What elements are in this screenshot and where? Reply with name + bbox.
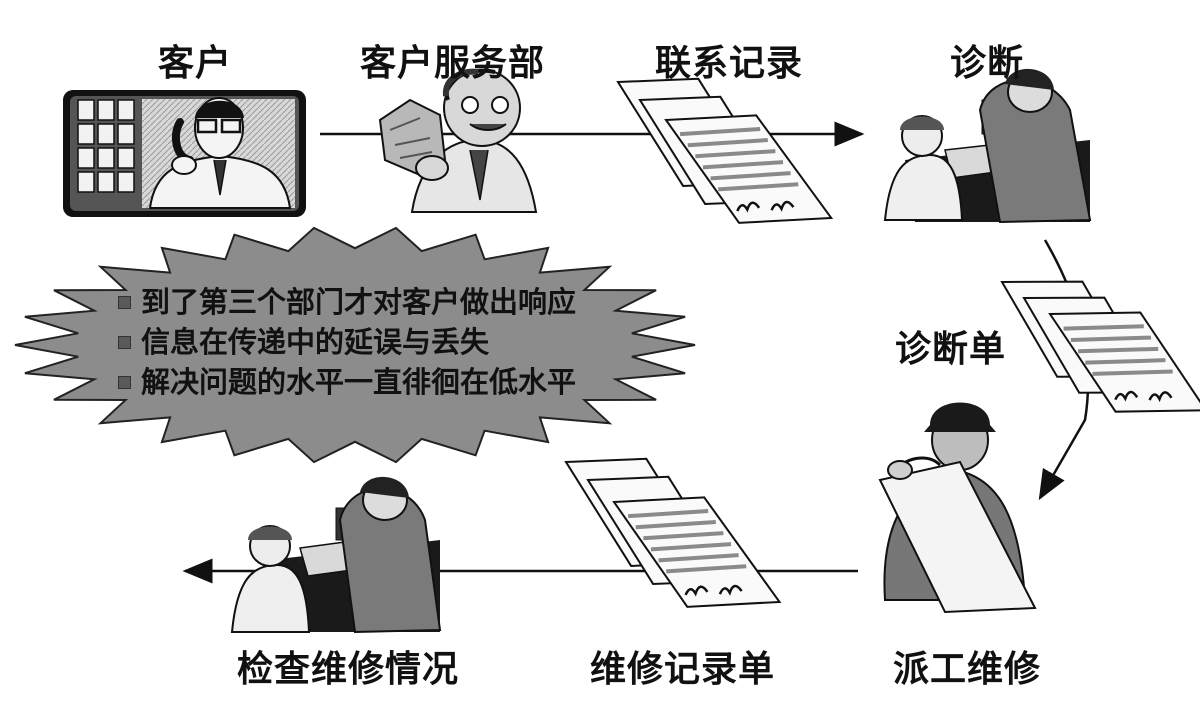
problem-item: 信息在传递中的延误与丢失 [118,322,576,362]
label-check-repair: 检查维修情况 [237,649,460,690]
service-agent-icon [378,68,538,213]
problem-list: 到了第三个部门才对客户做出响应 信息在传递中的延误与丢失 解决问题的水平一直徘徊… [118,282,576,402]
meeting-people-icon-diagnosis [883,68,1092,224]
bullet-square-icon [118,335,131,349]
document-stack-icon-repair [564,457,782,608]
problem-text: 到了第三个部门才对客户做出响应 [141,285,577,319]
label-diagnosis: 诊断 [950,43,1025,84]
problem-item: 解决问题的水平一直徘徊在低水平 [118,362,576,402]
label-contact-record: 联系记录 [655,43,804,84]
telephone-customer-icon [63,90,306,217]
problem-text: 信息在传递中的延误与丢失 [141,325,490,359]
starburst-callout [14,226,696,464]
problem-text: 解决问题的水平一直徘徊在低水平 [141,365,577,399]
document-stack-icon-top [616,77,834,224]
bullet-square-icon [118,375,131,389]
problem-item: 到了第三个部门才对客户做出响应 [118,282,576,322]
document-stack-icon-diagnosis [1000,280,1200,413]
bullet-square-icon [118,295,131,309]
label-dispatch-repair: 派工维修 [893,649,1042,690]
label-service-dept: 客户服务部 [360,43,546,84]
meeting-people-icon-check [230,476,442,634]
worker-blueprint-icon [878,402,1037,614]
label-diagnosis-sheet: 诊断单 [895,329,1007,370]
label-customer: 客户 [158,43,233,84]
label-repair-record-sheet: 维修记录单 [590,649,776,690]
